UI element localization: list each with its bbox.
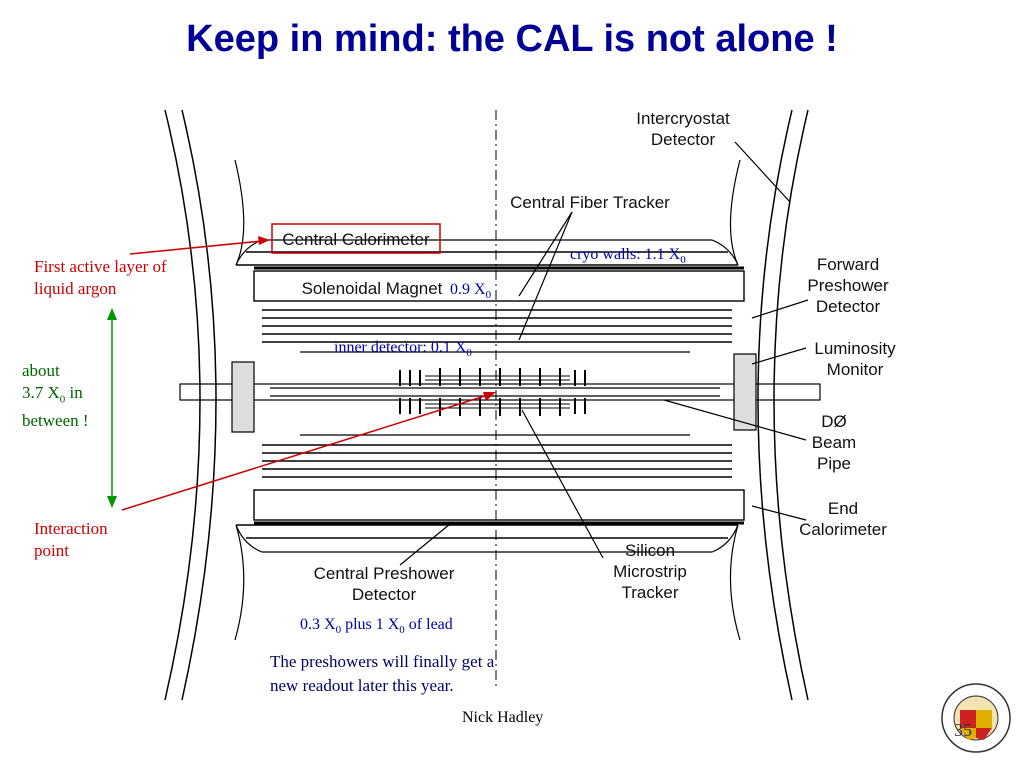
solenoid-box-bottom xyxy=(253,489,745,521)
label-forward-preshower: Forward Preshower Detector xyxy=(807,255,889,316)
label-end-calorimeter: End Calorimeter xyxy=(799,499,887,539)
luminosity-left xyxy=(231,361,255,433)
label-beam-pipe: DØ Beam Pipe xyxy=(811,412,857,473)
note-about: about xyxy=(22,361,60,380)
cryostat-outline-right xyxy=(773,109,809,701)
note-inner-detector: inner detector: 0.1 X0 xyxy=(334,339,472,360)
luminosity-right xyxy=(733,353,757,431)
page-number: 35 xyxy=(954,720,972,740)
note-preshower-readout: The preshowers will finally get a new re… xyxy=(270,652,495,695)
note-between: between ! xyxy=(22,411,89,431)
slide-title: Keep in mind: the CAL is not alone ! xyxy=(186,18,838,60)
solenoid-box xyxy=(253,270,745,302)
label-central-preshower: Central Preshower Detector xyxy=(313,564,455,604)
silicon-barrels xyxy=(399,368,586,416)
label-silicon-tracker: Silicon Microstrip Tracker xyxy=(613,541,687,602)
label-intercryostat: Intercryostat Detector xyxy=(636,109,730,149)
note-preshower-x0: 0.3 X0 plus 1 X0 of lead xyxy=(300,616,453,637)
label-fiber-tracker: Central Fiber Tracker xyxy=(510,193,670,212)
label-luminosity-monitor: Luminosity Monitor xyxy=(814,339,896,379)
note-interaction-point: Interaction point xyxy=(34,519,108,560)
cal-highlight-box xyxy=(271,223,441,254)
beam-pipe-drawing xyxy=(179,383,821,401)
university-seal-icon xyxy=(941,683,1011,753)
cryostat-inner-left xyxy=(181,109,217,701)
footer-author: Nick Hadley xyxy=(462,709,544,726)
note-first-active-layer: First active layer of liquid argon xyxy=(34,257,167,298)
cryostat-outline-left xyxy=(164,109,201,701)
label-solenoid: Solenoidal Magnet xyxy=(301,279,443,298)
note-magnet-x0: 0.9 X0 xyxy=(450,281,492,302)
fiber-tracker-layers xyxy=(262,309,732,478)
label-central-calorimeter: Central Calorimeter xyxy=(282,230,430,249)
note-between-x0: about 3.7 X0 in between ! xyxy=(22,360,89,432)
note-cryo-walls: cryo walls: 1.1 X0 xyxy=(570,246,686,267)
note-about-value: 3.7 X0 in xyxy=(22,383,83,406)
